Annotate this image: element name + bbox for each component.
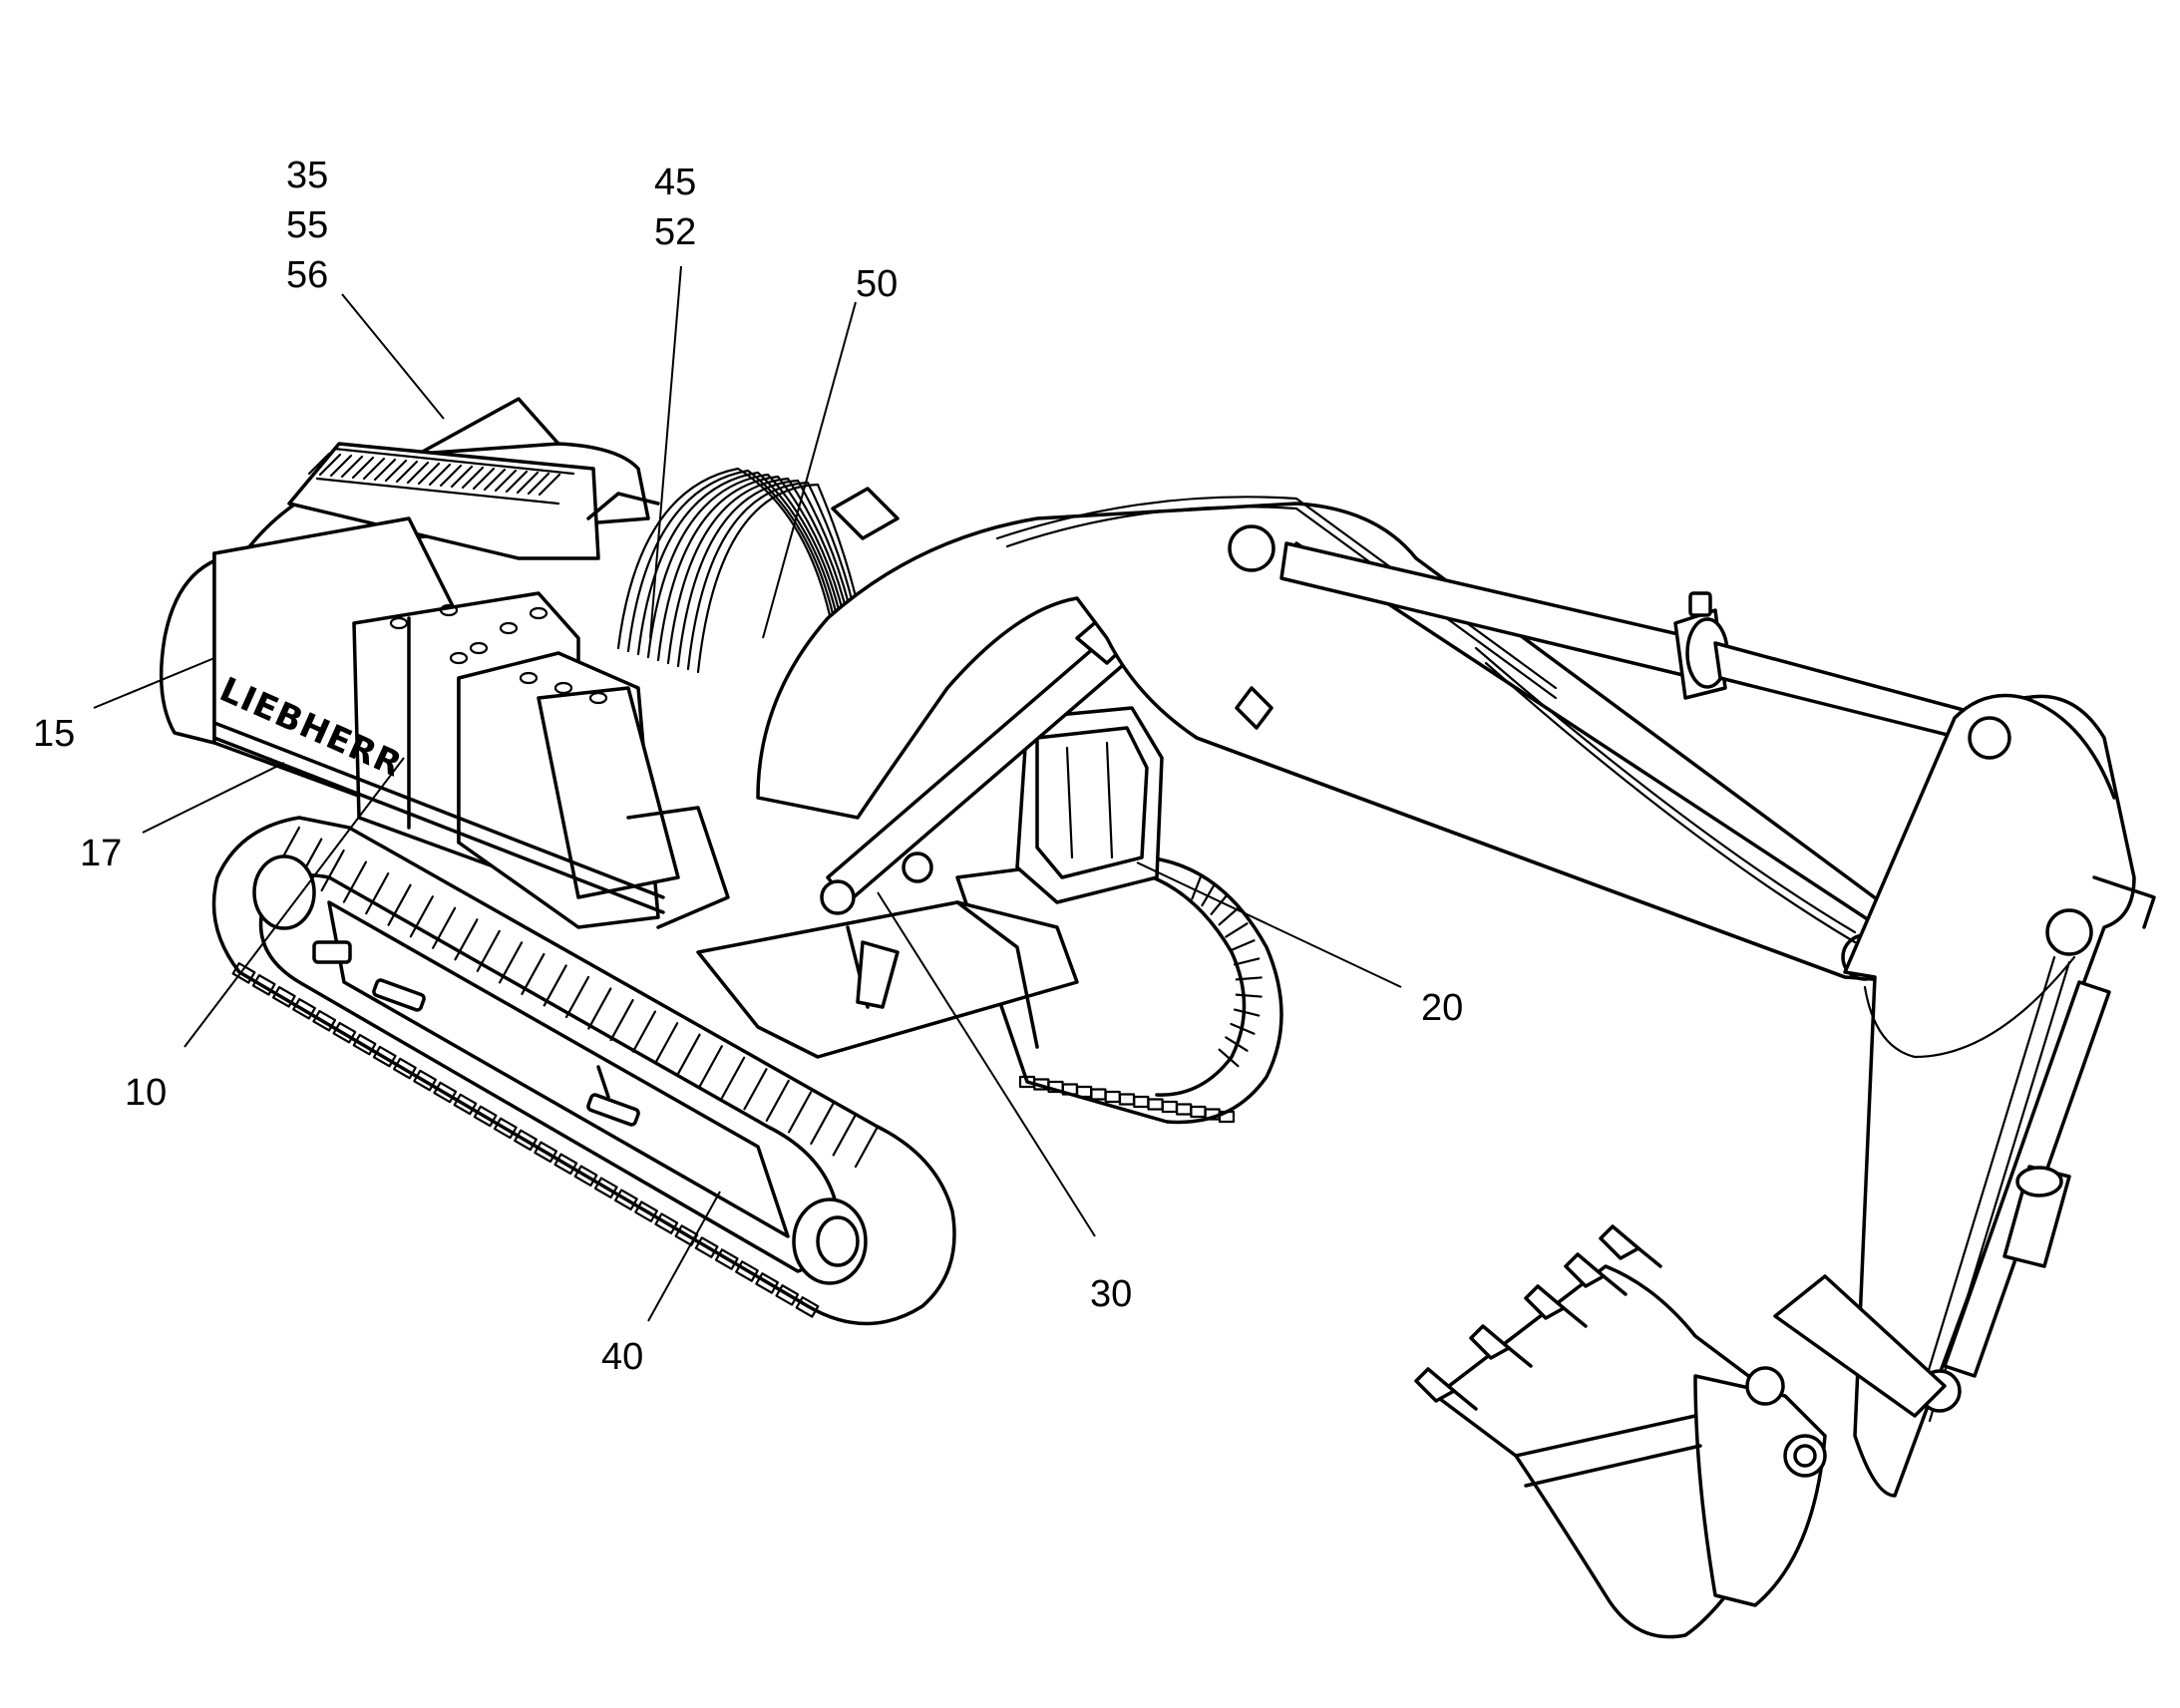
callout-35: 35: [286, 155, 328, 196]
bucket-cylinder: [1918, 980, 2111, 1413]
stick: [1843, 693, 2156, 1498]
upper-structure: LIEBHERR: [159, 397, 900, 929]
callout-20: 20: [1421, 987, 1463, 1029]
left-crawler-track: [211, 816, 956, 1326]
callout-40: 40: [601, 1336, 643, 1378]
bucket: [1414, 1224, 1947, 1639]
callout-17: 17: [80, 833, 122, 874]
stick-cylinder: [1279, 541, 1982, 745]
leader-lines: [93, 265, 1402, 1322]
callout-52: 52: [654, 211, 696, 253]
callout-labels: 35 55 56 45 52 50 15 17 10 20 30 40: [33, 155, 1463, 1378]
callout-50: 50: [856, 263, 898, 305]
callout-45: 45: [654, 162, 696, 203]
callout-30: 30: [1090, 1273, 1132, 1315]
callout-15: 15: [33, 713, 75, 755]
callout-56: 56: [286, 254, 328, 296]
operator-cab: [1015, 706, 1164, 904]
callout-10: 10: [125, 1072, 167, 1114]
undercarriage-frame: [696, 900, 1079, 1059]
callout-55: 55: [286, 204, 328, 246]
